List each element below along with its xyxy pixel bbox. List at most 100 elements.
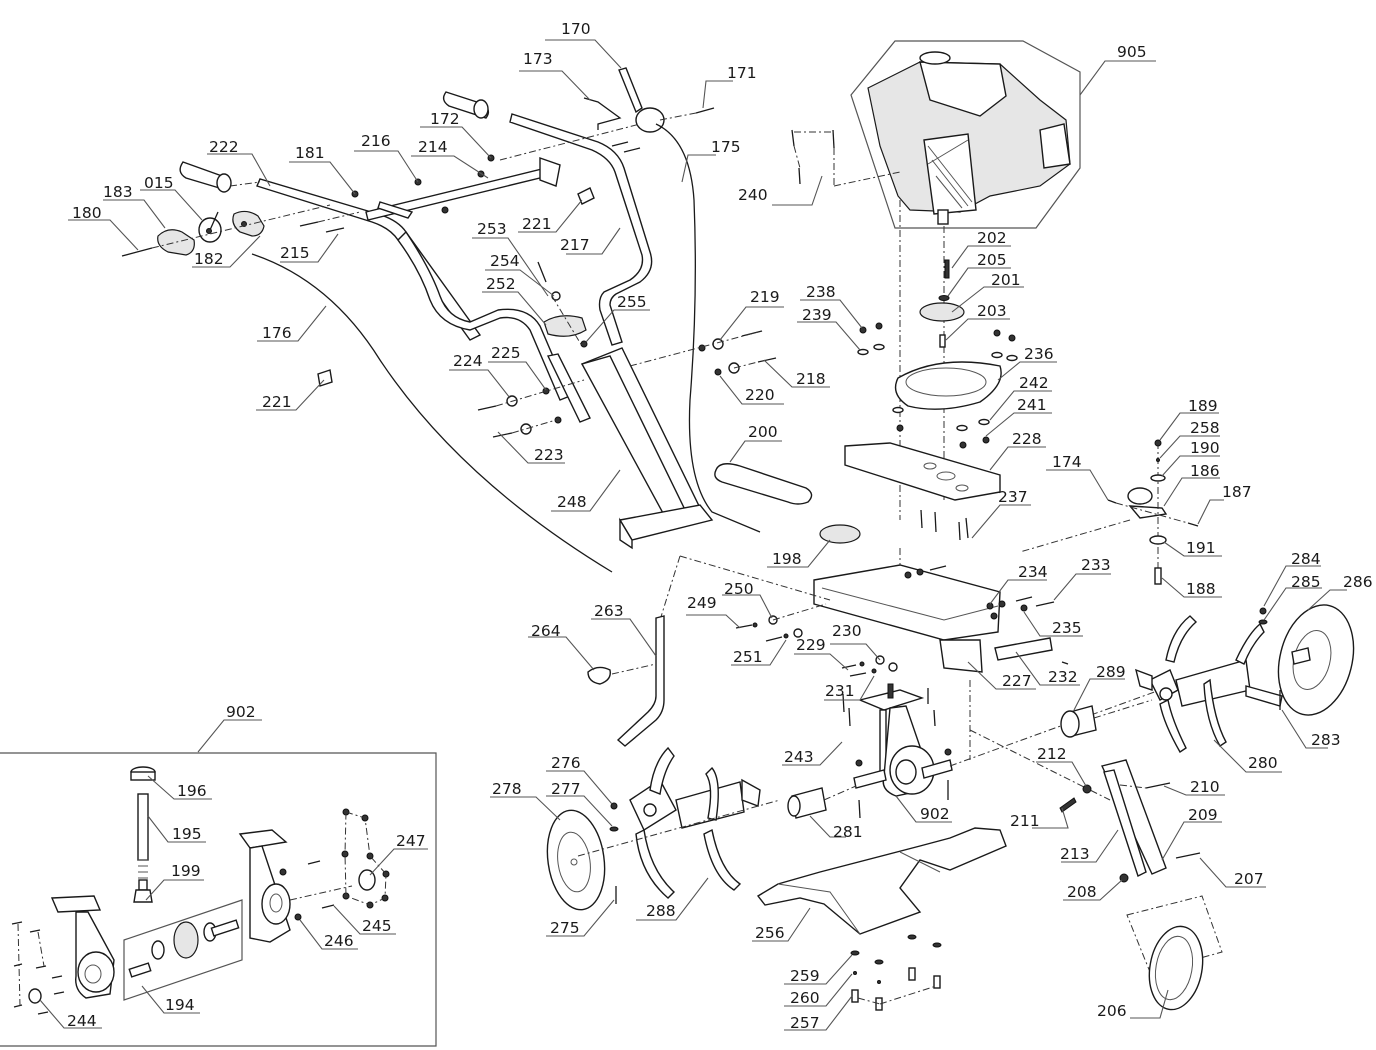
part-label[interactable]: 227: [1002, 672, 1032, 690]
part-label[interactable]: 258: [1190, 419, 1220, 437]
part-label[interactable]: 246: [324, 932, 354, 950]
part-label[interactable]: 245: [362, 917, 392, 935]
part-label[interactable]: 237: [998, 488, 1028, 506]
part-label[interactable]: 231: [825, 682, 855, 700]
part-label[interactable]: 234: [1018, 563, 1048, 581]
part-label[interactable]: 175: [711, 138, 741, 156]
part-label[interactable]: 207: [1234, 870, 1264, 888]
part-label[interactable]: 180: [72, 204, 102, 222]
part-label[interactable]: 216: [361, 132, 391, 150]
part-label[interactable]: 254: [490, 252, 520, 270]
part-label[interactable]: 181: [295, 144, 325, 162]
part-label[interactable]: 201: [991, 271, 1021, 289]
part-label[interactable]: 220: [745, 386, 775, 404]
part-label[interactable]: 241: [1017, 396, 1047, 414]
part-label[interactable]: 218: [796, 370, 826, 388]
part-label[interactable]: 205: [977, 251, 1007, 269]
part-label[interactable]: 256: [755, 924, 785, 942]
part-label[interactable]: 239: [802, 306, 832, 324]
part-label[interactable]: 219: [750, 288, 780, 306]
part-label[interactable]: 264: [531, 622, 561, 640]
part-label[interactable]: 248: [557, 493, 587, 511]
part-label[interactable]: 172: [430, 110, 460, 128]
part-label[interactable]: 187: [1222, 483, 1252, 501]
part-label[interactable]: 208: [1067, 883, 1097, 901]
part-label[interactable]: 200: [748, 423, 778, 441]
part-label[interactable]: 289: [1096, 663, 1126, 681]
part-label[interactable]: 198: [772, 550, 802, 568]
part-label[interactable]: 233: [1081, 556, 1111, 574]
part-label[interactable]: 263: [594, 602, 624, 620]
part-label[interactable]: 284: [1291, 550, 1321, 568]
part-label[interactable]: 176: [262, 324, 292, 342]
part-label[interactable]: 217: [560, 236, 590, 254]
part-label[interactable]: 224: [453, 352, 483, 370]
part-label[interactable]: 259: [790, 967, 820, 985]
part-label[interactable]: 188: [1186, 580, 1216, 598]
part-label[interactable]: 247: [396, 832, 426, 850]
part-label[interactable]: 183: [103, 183, 133, 201]
part-label[interactable]: 249: [687, 594, 717, 612]
part-label[interactable]: 214: [418, 138, 448, 156]
part-label[interactable]: 230: [832, 622, 862, 640]
part-label[interactable]: 902: [920, 805, 950, 823]
part-label[interactable]: 283: [1311, 731, 1341, 749]
part-label[interactable]: 202: [977, 229, 1007, 247]
part-label[interactable]: 186: [1190, 462, 1220, 480]
part-label[interactable]: 222: [209, 138, 239, 156]
part-label[interactable]: 278: [492, 780, 522, 798]
part-label[interactable]: 229: [796, 636, 826, 654]
part-label[interactable]: 190: [1190, 439, 1220, 457]
part-label[interactable]: 235: [1052, 619, 1082, 637]
part-label[interactable]: 173: [523, 50, 553, 68]
part-label[interactable]: 244: [67, 1012, 97, 1030]
part-label[interactable]: 199: [171, 862, 201, 880]
part-label[interactable]: 252: [486, 275, 516, 293]
part-label[interactable]: 221: [262, 393, 292, 411]
part-label[interactable]: 902: [226, 703, 256, 721]
part-label[interactable]: 236: [1024, 345, 1054, 363]
part-label[interactable]: 189: [1188, 397, 1218, 415]
part-label[interactable]: 288: [646, 902, 676, 920]
part-label[interactable]: 232: [1048, 668, 1078, 686]
part-label[interactable]: 212: [1037, 745, 1067, 763]
part-label[interactable]: 182: [194, 250, 224, 268]
part-label[interactable]: 275: [550, 919, 580, 937]
part-label[interactable]: 210: [1190, 778, 1220, 796]
part-label[interactable]: 203: [977, 302, 1007, 320]
part-label[interactable]: 905: [1117, 43, 1147, 61]
part-label[interactable]: 228: [1012, 430, 1042, 448]
part-label[interactable]: 276: [551, 754, 581, 772]
part-label[interactable]: 196: [177, 782, 207, 800]
part-label[interactable]: 223: [534, 446, 564, 464]
part-label[interactable]: 209: [1188, 806, 1218, 824]
part-label[interactable]: 280: [1248, 754, 1278, 772]
part-label[interactable]: 286: [1343, 573, 1373, 591]
part-label[interactable]: 243: [784, 748, 814, 766]
part-label[interactable]: 195: [172, 825, 202, 843]
part-label[interactable]: 240: [738, 186, 768, 204]
part-label[interactable]: 251: [733, 648, 763, 666]
part-label[interactable]: 015: [144, 174, 174, 192]
part-label[interactable]: 171: [727, 64, 757, 82]
part-label[interactable]: 238: [806, 283, 836, 301]
part-label[interactable]: 174: [1052, 453, 1082, 471]
part-label[interactable]: 255: [617, 293, 647, 311]
part-label[interactable]: 221: [522, 215, 552, 233]
part-label[interactable]: 194: [165, 996, 195, 1014]
part-label[interactable]: 211: [1010, 812, 1040, 830]
part-label[interactable]: 281: [833, 823, 863, 841]
part-label[interactable]: 242: [1019, 374, 1049, 392]
part-label[interactable]: 253: [477, 220, 507, 238]
part-label[interactable]: 206: [1097, 1002, 1127, 1020]
part-label[interactable]: 191: [1186, 539, 1216, 557]
part-label[interactable]: 213: [1060, 845, 1090, 863]
part-label[interactable]: 277: [551, 780, 581, 798]
part-label[interactable]: 285: [1291, 573, 1321, 591]
part-label[interactable]: 170: [561, 20, 591, 38]
part-label[interactable]: 215: [280, 244, 310, 262]
part-label[interactable]: 250: [724, 580, 754, 598]
part-label[interactable]: 257: [790, 1014, 820, 1032]
part-label[interactable]: 225: [491, 344, 521, 362]
part-label[interactable]: 260: [790, 989, 820, 1007]
